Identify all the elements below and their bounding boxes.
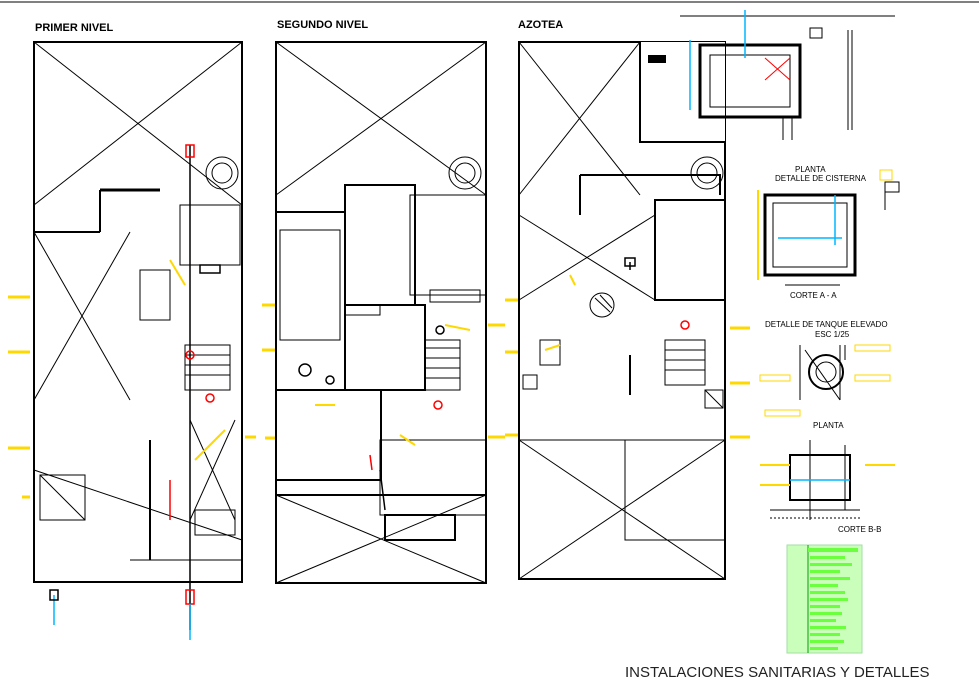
- plan-roof: [518, 41, 726, 580]
- sheet-title: INSTALACIONES SANITARIAS Y DETALLES: [625, 664, 930, 681]
- label-section-aa: CORTE A - A: [790, 291, 837, 300]
- label-first-level: PRIMER NIVEL: [35, 22, 114, 34]
- plan-first-pipes: [8, 144, 256, 640]
- label-tank-scale: ESC 1/25: [815, 330, 850, 339]
- label-roof: AZOTEA: [518, 19, 563, 31]
- plan-first-level: [33, 41, 243, 583]
- detail-elevated-tank: [759, 344, 891, 417]
- label-second-level: SEGUNDO NIVEL: [277, 19, 368, 31]
- label-section-bb: CORTE B-B: [838, 525, 881, 534]
- plan-roof-pipes: [505, 257, 750, 439]
- plan-second-level: [275, 41, 487, 584]
- label-tank-plan: PLANTA: [813, 421, 844, 430]
- detail-roof-tank: [648, 10, 895, 140]
- detail-section-bb: [760, 440, 895, 520]
- label-cistern-detail: DETALLE DE CISTERNA: [775, 174, 867, 183]
- legend-table: [786, 544, 863, 654]
- label-cistern-plan: PLANTA: [795, 165, 826, 174]
- plan-second-pipes: [262, 303, 505, 511]
- detail-cistern: [757, 169, 900, 286]
- label-tank-detail: DETALLE DE TANQUE ELEVADO: [765, 320, 888, 329]
